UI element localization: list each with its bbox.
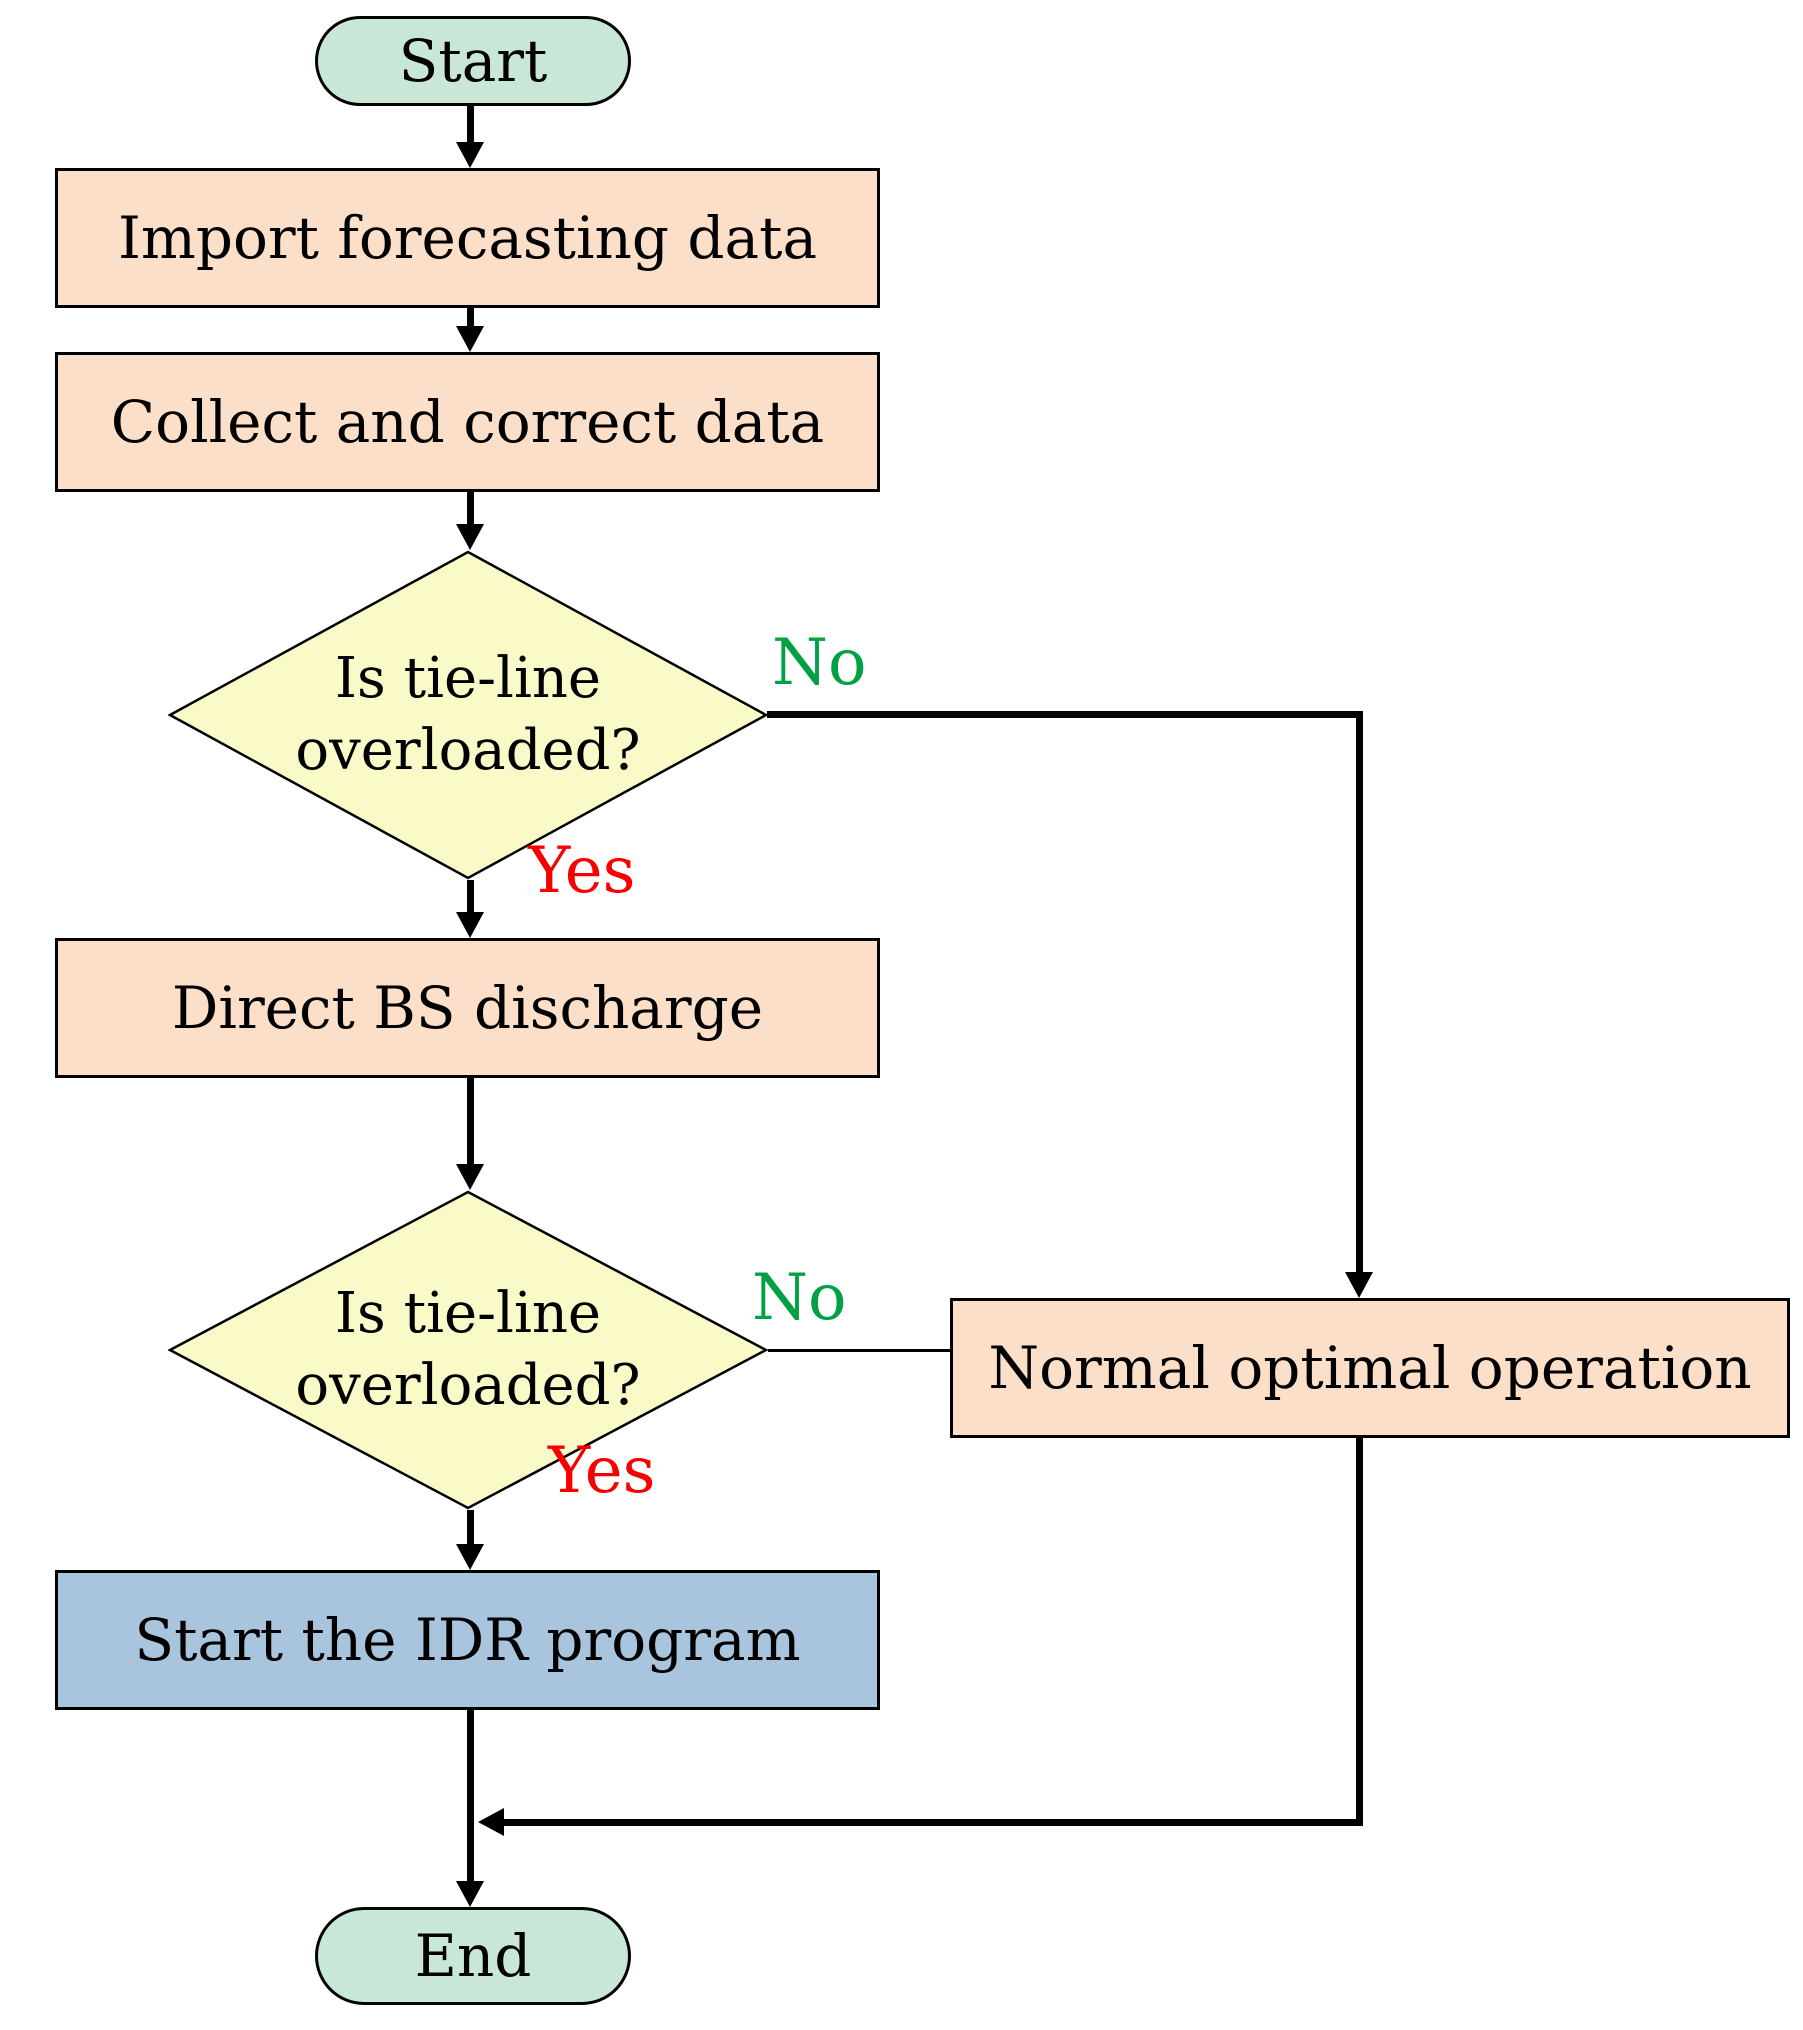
edge-decision2-normal-line: [768, 1349, 950, 1352]
edge-decision1-no-vline: [1356, 711, 1363, 1272]
edge-start-import-arrowhead: [456, 142, 484, 168]
node-start: Start: [315, 16, 631, 106]
decision2-label-line2: overloaded?: [295, 1353, 641, 1418]
node-direct-bs-discharge: Direct BS discharge: [55, 938, 880, 1078]
edge-normal-merge-vline: [1356, 1438, 1363, 1826]
decision2-label-line1: Is tie-line: [334, 1281, 602, 1347]
node-collect-correct-data: Collect and correct data: [55, 352, 880, 492]
edge-decision1-no-hline: [767, 711, 1363, 718]
decision2-diamond-shape: [168, 1190, 768, 1510]
node-import-forecasting-data: Import forecasting data: [55, 168, 880, 308]
edge-import-collect-arrowhead: [456, 326, 484, 352]
edge-decision2-idr-line: [467, 1510, 474, 1544]
node-decision2-diamond: [168, 1190, 768, 1510]
edge-decision2-idr-arrowhead: [456, 1544, 484, 1570]
node-end: End: [315, 1907, 631, 2005]
node-start-idr-label: Start the IDR program: [134, 1606, 801, 1674]
node-end-label: End: [414, 1922, 532, 1990]
decision1-label-line2: overloaded?: [295, 718, 641, 783]
edge-direct-decision2-arrowhead: [456, 1164, 484, 1190]
edge-direct-decision2-line: [467, 1078, 474, 1164]
edge-normal-merge-hline: [504, 1819, 1363, 1826]
edge-import-collect-line: [467, 308, 474, 326]
edge-decision1-no-arrowhead: [1345, 1272, 1373, 1298]
edge-label-yes-2: Yes: [548, 1434, 656, 1508]
edge-label-no-1: No: [772, 626, 867, 700]
edge-normal-merge-arrowhead: [478, 1808, 504, 1836]
decision1-diamond-shape: [168, 550, 768, 880]
edge-label-yes-1: Yes: [528, 834, 636, 908]
decision1-label-line1: Is tie-line: [334, 646, 602, 712]
edge-collect-decision1-arrowhead: [456, 524, 484, 550]
edge-decision1-direct-arrowhead: [456, 912, 484, 938]
node-import-label: Import forecasting data: [117, 204, 818, 272]
edge-idr-end-arrowhead: [456, 1881, 484, 1907]
node-decision1-diamond: [168, 550, 768, 880]
edge-idr-end-line: [467, 1710, 474, 1881]
edge-label-no-2: No: [752, 1261, 847, 1335]
edge-start-import-line: [467, 106, 474, 142]
node-start-label: Start: [398, 27, 548, 95]
node-normal-optimal-operation: Normal optimal operation: [950, 1298, 1790, 1438]
node-decision2-label: Is tie-line overloaded?: [168, 1190, 768, 1510]
edge-decision1-direct-line: [467, 880, 474, 912]
node-normal-label: Normal optimal operation: [988, 1334, 1752, 1402]
node-decision1-label: Is tie-line overloaded?: [168, 550, 768, 880]
edge-collect-decision1-line: [467, 492, 474, 524]
node-direct-bs-label: Direct BS discharge: [171, 974, 764, 1042]
node-collect-label: Collect and correct data: [110, 388, 825, 456]
node-start-idr-program: Start the IDR program: [55, 1570, 880, 1710]
